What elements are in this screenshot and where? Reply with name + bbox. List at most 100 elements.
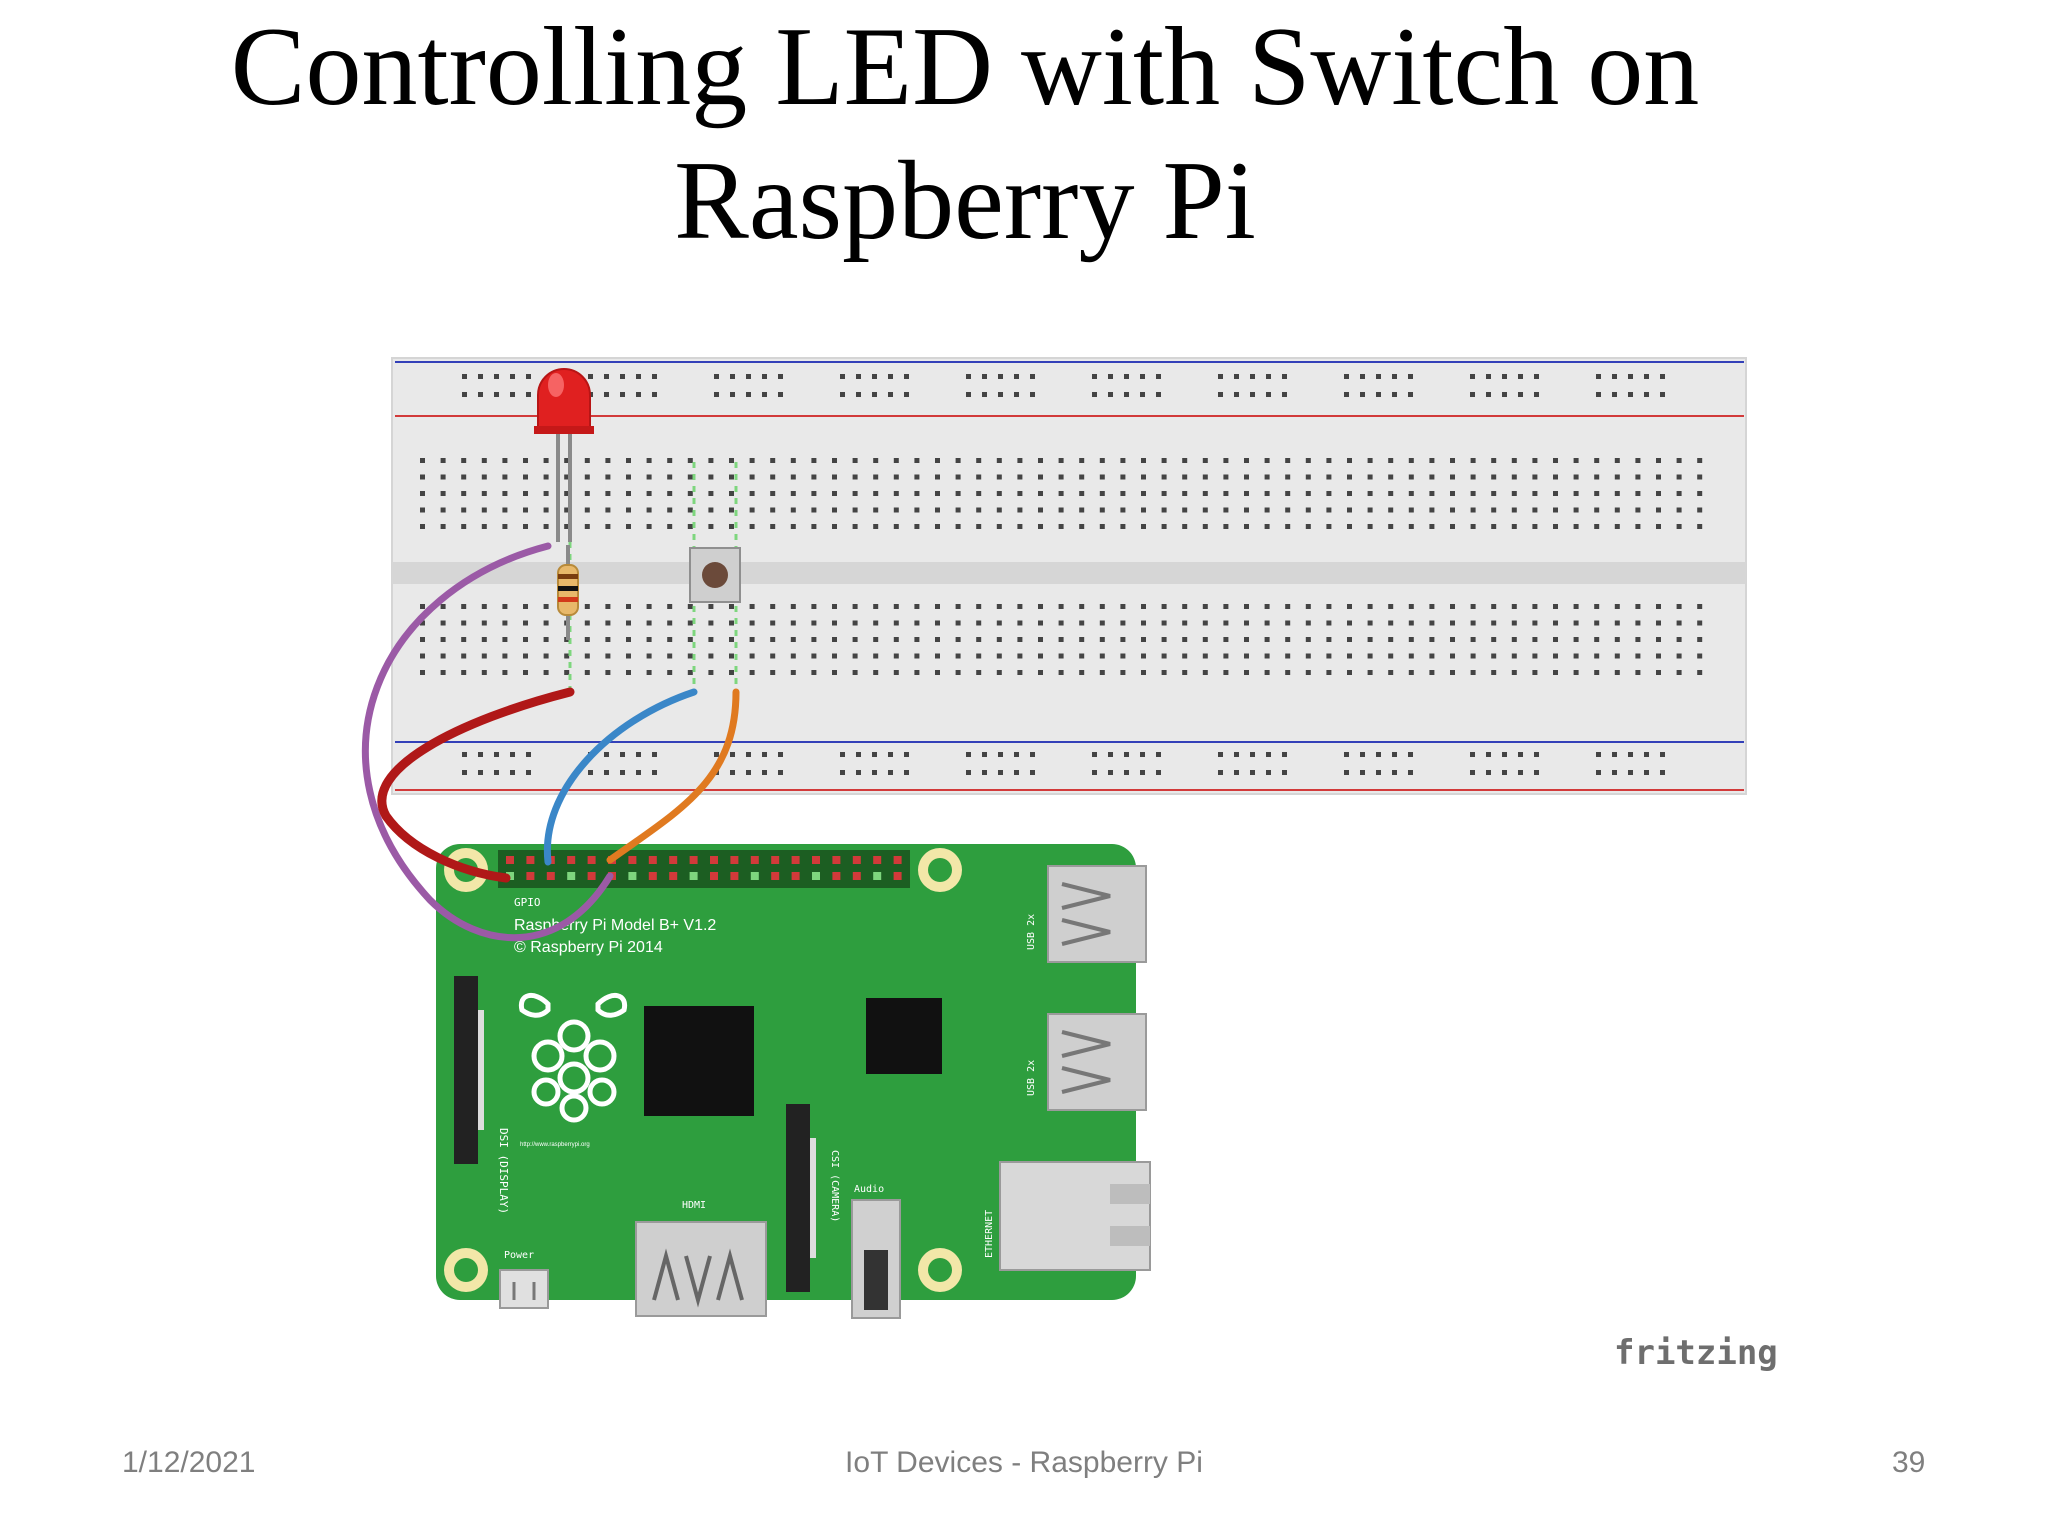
terminal-hole (1450, 507, 1455, 513)
terminal-hole (914, 474, 920, 480)
terminal-hole (1202, 670, 1208, 675)
terminal-hole (1347, 507, 1352, 513)
terminal-hole (708, 524, 714, 529)
terminal-hole (1573, 653, 1579, 659)
terminal-hole (873, 458, 879, 463)
hdmi-label: HDMI (682, 1200, 706, 1211)
terminal-hole (1470, 637, 1476, 642)
terminal-hole (502, 637, 508, 642)
rail-hole (1408, 374, 1413, 379)
terminal-hole (687, 507, 693, 513)
terminal-hole (1244, 620, 1249, 626)
terminal-hole (893, 524, 899, 529)
terminal-hole (996, 458, 1002, 463)
terminal-hole (1656, 670, 1661, 675)
rail-hole (840, 770, 845, 775)
terminal-hole (584, 604, 590, 609)
terminal-hole (1285, 620, 1291, 626)
terminal-hole (1388, 620, 1394, 626)
terminal-hole (1573, 670, 1579, 675)
terminal-hole (935, 458, 940, 463)
terminal-hole (1635, 670, 1641, 675)
rail-hole (872, 752, 877, 757)
terminal-hole (1264, 620, 1270, 626)
terminal-hole (1614, 637, 1620, 642)
terminal-hole (1099, 474, 1105, 480)
terminal-hole (646, 637, 652, 642)
terminal-hole (502, 620, 508, 626)
terminal-hole (1202, 604, 1208, 609)
rail-hole (1518, 392, 1523, 397)
terminal-hole (790, 637, 796, 642)
gpio-pin (873, 872, 882, 880)
rail-hole (526, 392, 531, 397)
terminal-hole (1347, 604, 1352, 609)
terminal-hole (1656, 474, 1661, 480)
terminal-hole (1408, 491, 1414, 496)
rail-hole (1534, 752, 1539, 757)
terminal-hole (1614, 524, 1620, 529)
terminal-hole (461, 474, 467, 480)
rail-hole (1612, 374, 1617, 379)
terminal-hole (440, 620, 446, 626)
terminal-hole (811, 458, 817, 463)
rail-hole (1408, 770, 1413, 775)
rail-hole (1030, 374, 1035, 379)
terminal-hole (687, 653, 693, 659)
rail-hole (1344, 752, 1349, 757)
rail-hole (982, 770, 987, 775)
terminal-hole (770, 474, 776, 480)
terminal-hole (1614, 653, 1620, 659)
terminal-hole (1120, 474, 1126, 480)
terminal-hole (1141, 670, 1146, 675)
terminal-hole (1511, 474, 1517, 480)
terminal-hole (873, 524, 879, 529)
terminal-hole (1161, 604, 1167, 609)
terminal-hole (955, 458, 961, 463)
terminal-hole (523, 604, 528, 609)
terminal-hole (646, 524, 652, 529)
terminal-hole (1367, 620, 1373, 626)
rail-hole (1092, 770, 1097, 775)
terminal-hole (543, 670, 549, 675)
terminal-hole (996, 474, 1002, 480)
rail-hole (982, 374, 987, 379)
rail-hole (526, 770, 531, 775)
terminal-hole (1326, 604, 1332, 609)
terminal-hole (1244, 524, 1249, 529)
terminal-hole (1491, 474, 1497, 480)
rail-hole (1612, 770, 1617, 775)
terminal-hole (1058, 524, 1064, 529)
terminal-hole (914, 604, 920, 609)
rail-hole (904, 392, 909, 397)
terminal-hole (626, 653, 631, 659)
gpio-pin (771, 872, 780, 880)
rail-hole (872, 374, 877, 379)
terminal-hole (1285, 474, 1291, 480)
terminal-hole (461, 620, 467, 626)
terminal-hole (1120, 458, 1126, 463)
terminal-hole (1594, 524, 1600, 529)
terminal-hole (605, 474, 611, 480)
terminal-hole (1079, 604, 1085, 609)
gpio-pin (710, 856, 718, 864)
rail-hole (1534, 770, 1539, 775)
terminal-hole (523, 491, 528, 496)
rail-hole (1628, 392, 1633, 397)
gpio-pin (587, 856, 596, 864)
terminal-hole (1120, 670, 1126, 675)
terminal-hole (1099, 653, 1105, 659)
terminal-hole (1553, 653, 1558, 659)
rail-hole (888, 752, 893, 757)
terminal-hole (1326, 524, 1332, 529)
terminal-hole (893, 653, 899, 659)
rail-hole (526, 752, 531, 757)
terminal-hole (1202, 458, 1208, 463)
rail-hole (888, 770, 893, 775)
terminal-hole (852, 604, 858, 609)
rail-hole (1030, 752, 1035, 757)
terminal-hole (832, 670, 837, 675)
terminal-hole (584, 507, 590, 513)
rail-hole (652, 392, 657, 397)
terminal-hole (1264, 604, 1270, 609)
